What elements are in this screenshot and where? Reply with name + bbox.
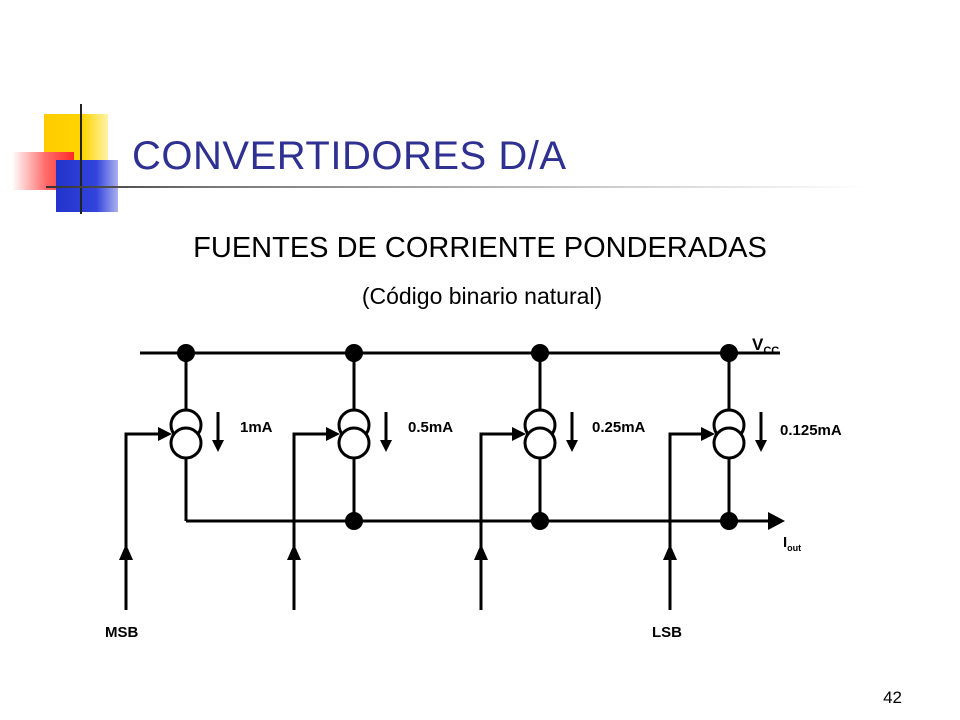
input-arrow-up-msb [119,544,133,560]
junction-out-3 [531,512,549,530]
vcc-label: VCC [752,335,779,357]
slide-subtitle: FUENTES DE CORRIENTE PONDERADAS [193,232,767,264]
source-2-current-label: 0.5mA [408,419,453,436]
input-arrow-up-lsb [663,544,677,560]
control-arrow-head-1 [158,427,172,441]
source-1-current-label: 1mA [240,419,273,436]
slide-subtitle-code: (Código binario natural) [361,283,603,309]
current-arrow-1-head [212,440,224,452]
page-number: 42 [883,688,902,707]
junction-vcc-1 [177,344,195,362]
slide-title: CONVERTIDORES D/A [132,134,567,178]
input-arrow-up-3 [474,544,488,560]
source-2-circle-bottom [337,426,371,460]
source-4-current-label: 0.125mA [780,422,842,439]
iout-label: Iout [783,534,801,553]
junction-vcc-2 [345,344,363,362]
source-4-circle-bottom [712,426,746,460]
junction-out-4 [720,512,738,530]
source-3-current-label: 0.25mA [592,419,646,436]
output-arrow [768,512,785,530]
current-arrow-3-head [566,440,578,452]
current-arrow-4-head [755,440,767,452]
input-arrow-up-2 [287,544,301,560]
current-arrow-2-head [380,440,392,452]
source-1-circle-bottom [169,426,203,460]
lsb-label: LSB [652,624,682,641]
msb-label: MSB [105,624,139,641]
junction-vcc-4 [720,344,738,362]
source-3-circle-bottom [523,426,557,460]
junction-out-2 [345,512,363,530]
junction-vcc-3 [531,344,549,362]
control-line-msb [124,432,160,610]
decor-vertical-line [80,104,82,214]
control-arrow-head-2 [326,427,340,441]
control-arrow-head-3 [512,427,526,441]
control-arrow-head-4 [701,427,715,441]
title-underline [46,186,866,188]
